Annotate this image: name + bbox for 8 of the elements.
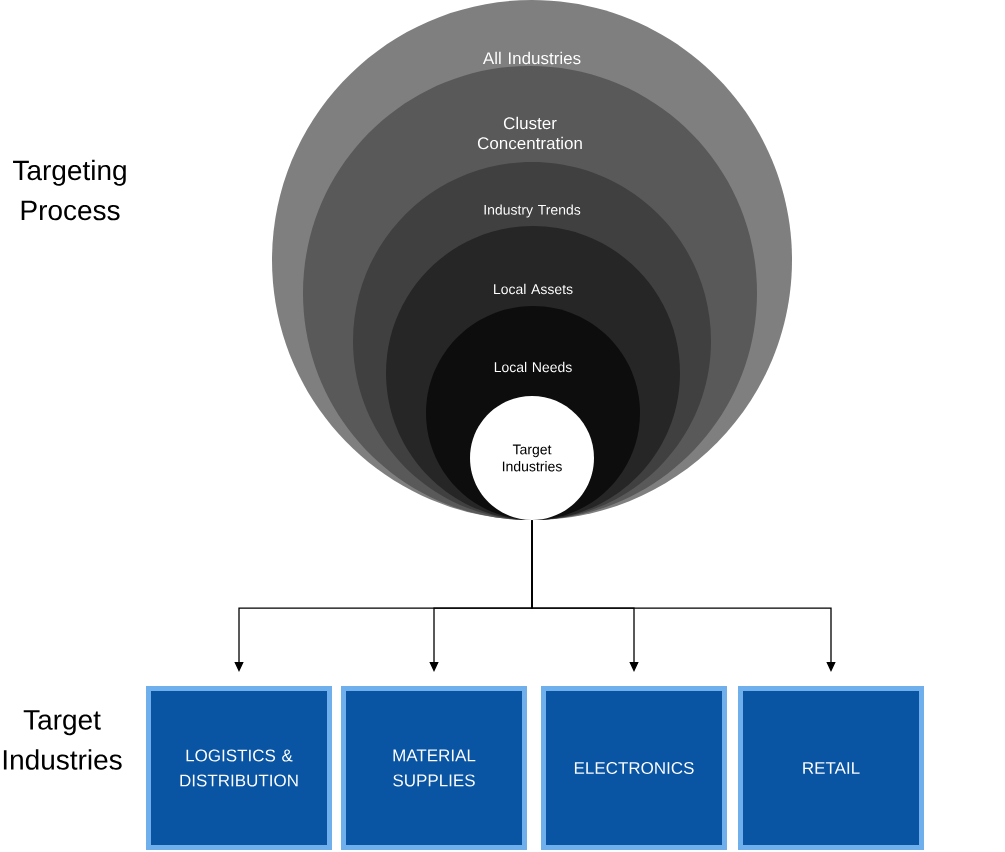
side-label: Target Industries xyxy=(3,710,122,770)
industry-box: MATERIAL SUPPLIES xyxy=(341,686,527,850)
side-label: Targeting Process xyxy=(13,159,126,221)
industry-box: ELECTRONICS xyxy=(541,686,727,850)
node-label: Target Industries xyxy=(502,444,562,472)
industry-box: RETAIL xyxy=(738,686,924,850)
arrow xyxy=(531,519,836,672)
industry-box: LOGISTICS & DISTRIBUTION xyxy=(146,686,332,850)
